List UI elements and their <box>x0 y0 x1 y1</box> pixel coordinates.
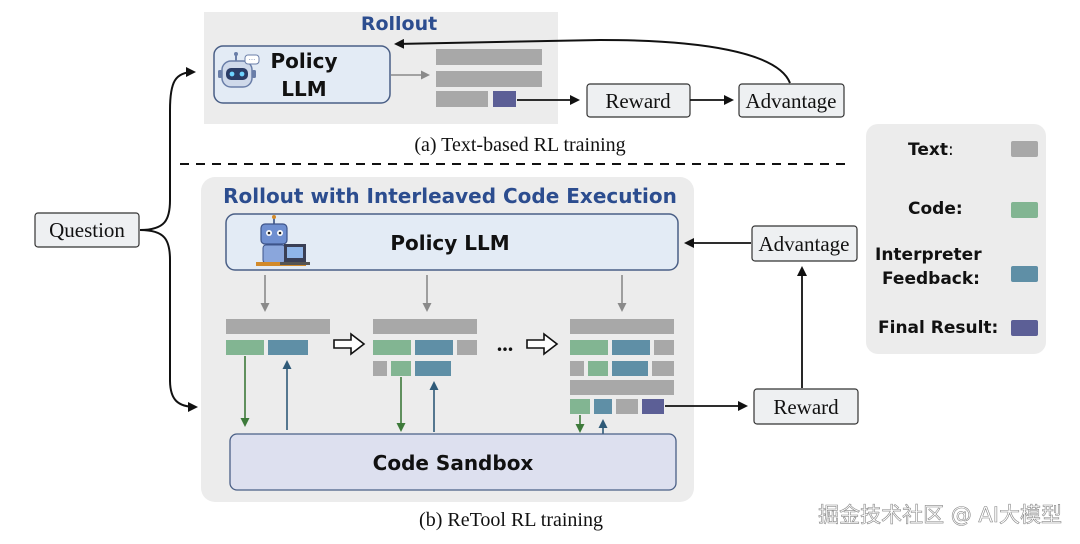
col3-code-block <box>588 361 608 376</box>
col3-code-block <box>570 340 608 355</box>
watermark: 掘金技术社区 @ AI大模型 <box>818 503 1062 527</box>
code-sandbox-label: Code Sandbox <box>373 451 534 475</box>
col2-text-block <box>373 319 477 334</box>
col3-text-block <box>570 361 584 376</box>
bottom-policy-llm-label: Policy LLM <box>390 231 509 255</box>
col1-text-block <box>226 319 330 334</box>
col2-interpreter-block <box>415 340 453 355</box>
bottom-reward-label: Reward <box>773 395 839 419</box>
caption-b: (b) ReTool RL training <box>419 509 603 531</box>
top-text-block <box>436 71 542 87</box>
col3-text-block <box>616 399 638 414</box>
col2-code-block <box>373 340 411 355</box>
top-advantage-box <box>738 83 845 118</box>
caption-a: (a) Text-based RL training <box>414 134 625 156</box>
col1-code-block <box>226 340 264 355</box>
col3-interpreter-block <box>612 340 650 355</box>
code-sandbox-box <box>229 433 677 491</box>
svg-text:···: ··· <box>249 56 256 64</box>
col3-text-block <box>570 319 674 334</box>
legend-interpreter-label-line1: Interpreter <box>875 245 982 265</box>
legend-interpreter-label-line2: Feedback: <box>882 269 980 289</box>
step-arrow-2 <box>526 332 559 356</box>
legend-code-label: Code: <box>908 199 963 219</box>
col2-text-block <box>457 340 477 355</box>
bottom-advantage-box <box>751 225 858 262</box>
col3-text-block <box>570 380 674 395</box>
legend-final-label: Final Result: <box>878 318 998 338</box>
bottom-advantage-label: Advantage <box>759 232 850 256</box>
robot-head-icon: ··· <box>218 52 260 88</box>
ellipsis: ... <box>497 331 514 356</box>
robot-laptop-icon <box>256 215 310 266</box>
top-advantage-label: Advantage <box>746 89 837 113</box>
bottom-reward-box <box>753 388 859 425</box>
bottom-policy-llm-box <box>225 213 679 271</box>
legend-interpreter-swatch <box>1011 266 1038 282</box>
top-rollout-title: Rollout <box>361 13 437 35</box>
col1-interpreter-block <box>268 340 308 355</box>
top-text-block <box>436 91 488 107</box>
col2-text-block <box>373 361 387 376</box>
top-advantage-to-policy-arrow <box>394 38 791 84</box>
top-text-block <box>436 49 542 65</box>
legend-code-swatch <box>1011 202 1038 218</box>
col2-code-block <box>391 361 411 376</box>
top-reward-label: Reward <box>605 89 671 113</box>
col3-final-result-block <box>642 399 664 414</box>
col2-interpreter-block <box>415 361 451 376</box>
question-box <box>34 212 140 248</box>
step-arrow-1 <box>333 332 366 356</box>
question-label: Question <box>49 218 125 242</box>
question-to-bottom-arrow <box>139 229 198 412</box>
legend-final-swatch <box>1011 320 1038 336</box>
top-policy-label-line1: Policy <box>270 49 337 73</box>
col3-interpreter-block <box>612 361 648 376</box>
col3-text-block <box>654 340 674 355</box>
top-policy-label-line2: LLM <box>281 77 326 101</box>
bottom-rollout-title: Rollout with Interleaved Code Execution <box>223 184 677 208</box>
question-to-top-arrow <box>139 67 196 231</box>
legend-text-label: Text: <box>908 140 954 160</box>
col3-interpreter-block <box>594 399 612 414</box>
col3-code-block <box>570 399 590 414</box>
legend-text-swatch <box>1011 141 1038 157</box>
legend-panel <box>866 124 1046 354</box>
top-final-result-block <box>493 91 516 107</box>
col3-text-block <box>652 361 674 376</box>
